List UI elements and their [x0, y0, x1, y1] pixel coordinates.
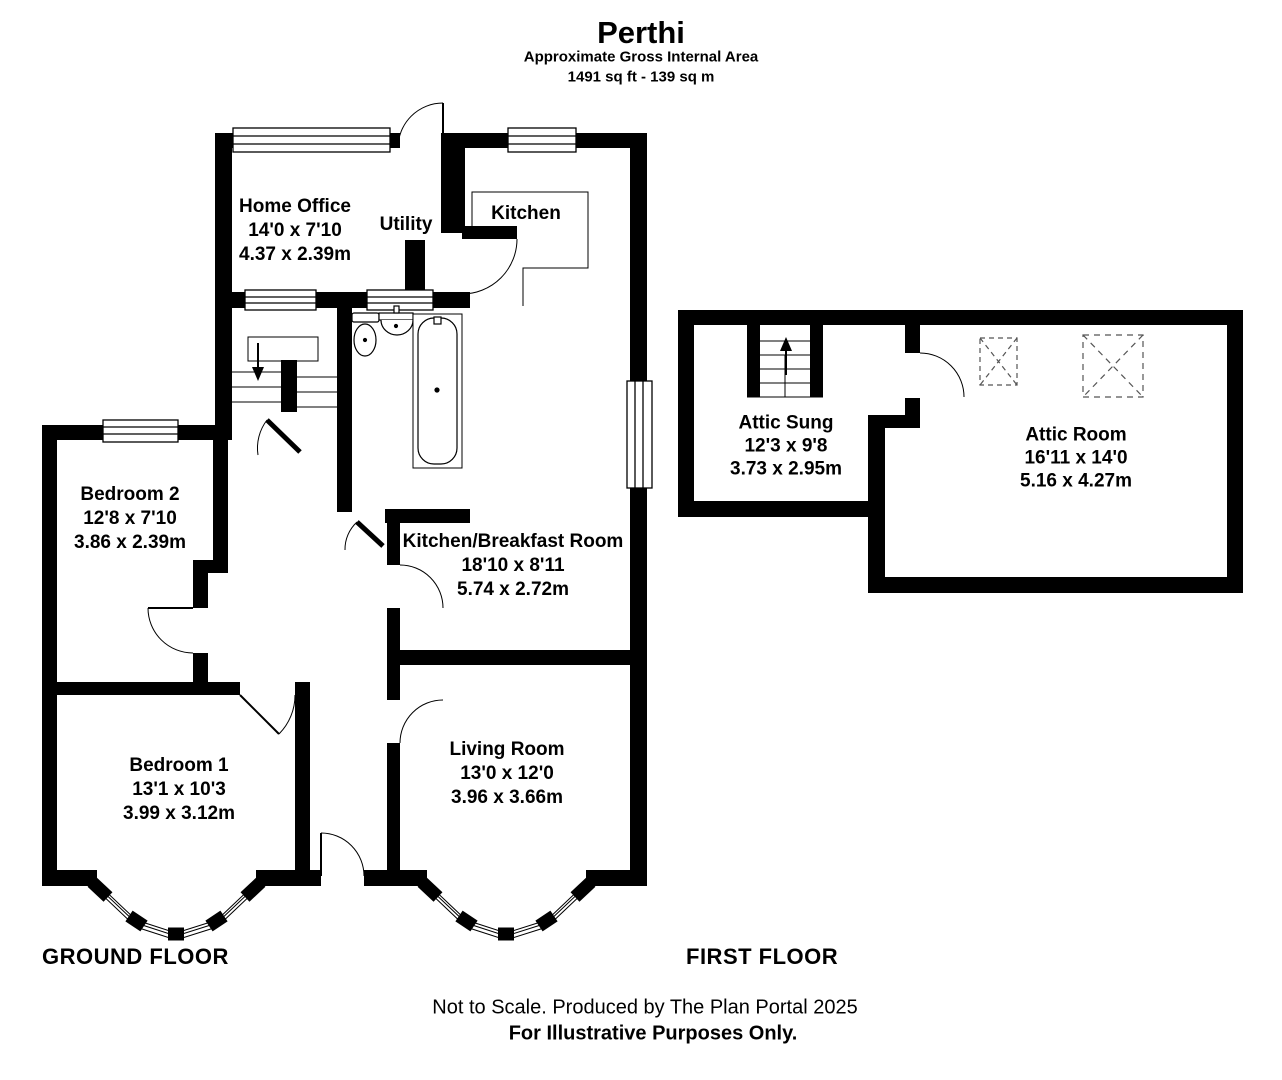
room-dim-metric: 3.73 x 2.95m: [730, 458, 842, 480]
room-dim-imperial: 13'1 x 10'3: [132, 779, 226, 800]
window-landing: [244, 289, 317, 311]
stairs-first: [747, 337, 823, 398]
skylight-large-icon: [1082, 334, 1144, 398]
stairs-up-arrow-icon: [780, 337, 792, 375]
footer-illustrative: For Illustrative Purposes Only.: [508, 1022, 798, 1045]
skylight-small-icon: [979, 337, 1018, 386]
room-label-attic-room: Attic Room 16'11 x 14'0 5.16 x 4.27m: [1020, 424, 1132, 493]
ground-floor-windows: [102, 127, 653, 489]
window-bathroom: [366, 289, 434, 311]
room-name: Attic Sung: [738, 412, 834, 434]
hall-stairs-door: [257, 418, 302, 456]
room-name: Utility: [379, 214, 433, 235]
living-room-door: [399, 699, 444, 744]
footer-disclaimer: Not to Scale. Produced by The Plan Porta…: [432, 996, 858, 1019]
room-dim-metric: 3.86 x 2.39m: [74, 532, 186, 553]
kitchen-breakfast-door: [399, 564, 444, 609]
bathtub-icon: [412, 313, 463, 469]
bay-window-living: [417, 877, 596, 941]
room-dim-imperial: 16'11 x 14'0: [1024, 447, 1128, 469]
kitchen-door: [461, 238, 518, 295]
room-label-bedroom2: Bedroom 2 12'8 x 7'10 3.86 x 2.39m: [74, 483, 186, 555]
ground-floor-walls: [42, 133, 647, 886]
room-dim-metric: 5.16 x 4.27m: [1020, 470, 1132, 492]
room-label-living-room: Living Room 13'0 x 12'0 3.96 x 3.66m: [449, 738, 564, 810]
room-dim-imperial: 12'8 x 7'10: [83, 508, 177, 529]
room-dim-imperial: 14'0 x 7'10: [248, 220, 342, 241]
room-dim-imperial: 13'0 x 12'0: [460, 763, 554, 784]
bathroom-door: [344, 520, 385, 551]
first-floor-label: FIRST FLOOR: [686, 944, 839, 969]
stairs-ground: [232, 336, 337, 408]
toilet-icon: [351, 312, 380, 357]
room-name: Bedroom 1: [129, 755, 229, 776]
room-dim-metric: 3.99 x 3.12m: [123, 803, 235, 824]
window-bedroom2: [102, 419, 179, 443]
page-subtitle: Approximate Gross Internal Area: [523, 48, 759, 66]
bedroom1-door: [239, 694, 296, 735]
bathroom-fixtures: [351, 305, 463, 469]
room-dim-metric: 3.96 x 3.66m: [451, 787, 563, 808]
ground-floor-doors: [147, 102, 518, 877]
kitchen-counter: [471, 191, 589, 306]
room-name: Attic Room: [1025, 424, 1127, 446]
room-dim-metric: 5.74 x 2.72m: [457, 579, 569, 600]
first-floor-walls: [678, 310, 1243, 593]
room-label-attic-sung: Attic Sung 12'3 x 9'8 3.73 x 2.95m: [730, 412, 842, 481]
room-label-bedroom1: Bedroom 1 13'1 x 10'3 3.99 x 3.12m: [123, 754, 235, 826]
room-label-utility: Utility: [380, 213, 433, 237]
room-name: Home Office: [239, 196, 351, 217]
room-label-kitchen: Kitchen: [491, 202, 561, 226]
room-dim-imperial: 12'3 x 9'8: [744, 435, 828, 457]
room-name: Kitchen/Breakfast Room: [402, 531, 624, 552]
page-title: Perthi: [597, 15, 685, 50]
front-door: [320, 832, 365, 877]
room-label-kitchen-breakfast: Kitchen/Breakfast Room 18'10 x 8'11 5.74…: [403, 530, 624, 602]
room-dim-imperial: 18'10 x 8'11: [461, 555, 565, 576]
stairs-down-arrow-icon: [252, 343, 264, 381]
window-kitchen-breakfast: [626, 380, 653, 489]
window-kitchen: [507, 127, 577, 153]
page-area: 1491 sq ft - 139 sq m: [567, 68, 715, 86]
ground-floor-label: GROUND FLOOR: [42, 944, 229, 969]
room-label-home-office: Home Office 14'0 x 7'10 4.37 x 2.39m: [239, 195, 351, 267]
room-name: Kitchen: [491, 203, 561, 224]
skylights: [979, 334, 1144, 398]
attic-door: [919, 352, 965, 398]
room-dim-metric: 4.37 x 2.39m: [239, 244, 351, 265]
window-home-office: [232, 127, 391, 153]
room-name: Living Room: [449, 739, 565, 760]
utility-external-door: [397, 102, 444, 149]
bedroom2-door: [147, 607, 194, 654]
bay-window-bedroom1: [87, 877, 266, 941]
room-name: Bedroom 2: [80, 484, 180, 505]
